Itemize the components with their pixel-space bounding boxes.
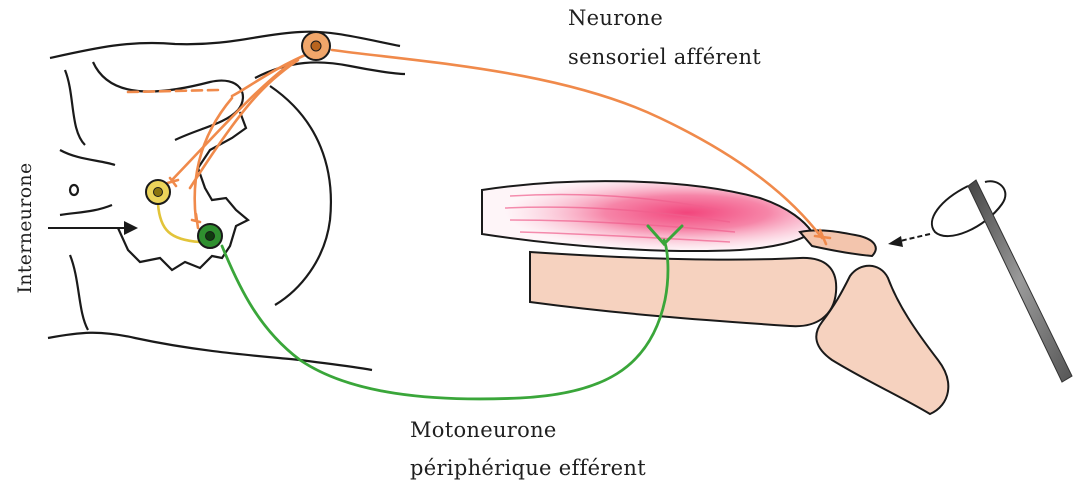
sensory-axon-branch-1	[232, 52, 312, 96]
motor-neuron-label-line2: périphérique efférent	[410, 456, 646, 480]
sensory-neuron-soma	[302, 32, 330, 60]
sensory-neuron-label-line1: Neurone	[568, 6, 663, 30]
spinal-cord-outline-lower	[48, 333, 372, 370]
spinal-cord-outline-upper	[50, 32, 400, 58]
arrow-right-icon	[48, 221, 138, 235]
spinal-nerve-outline	[270, 86, 331, 305]
spinal-midline-lower	[60, 205, 112, 215]
central-canal	[70, 185, 78, 195]
arrow-left-icon	[888, 234, 930, 247]
tendon	[800, 230, 876, 256]
femur-bone	[530, 252, 836, 326]
interneuron-axon	[158, 204, 200, 242]
sensory-terminal-motor	[192, 214, 200, 228]
hammer-handle	[968, 180, 1072, 382]
spinal-cord-left-dip	[65, 70, 85, 145]
motor-neuron-label-line1: Motoneurone	[410, 418, 557, 442]
spinal-midline-upper	[60, 150, 115, 165]
interneuron-label: Interneurone	[14, 162, 36, 293]
interneuron	[146, 180, 200, 242]
sensory-axon-to-motor	[195, 98, 232, 220]
muscle	[482, 181, 876, 256]
sensory-neuron-label-line2: sensoriel afférent	[568, 45, 761, 69]
reflex-hammer-icon	[932, 180, 1072, 382]
bones	[530, 252, 948, 414]
muscle-belly	[482, 181, 812, 251]
spinal-cord-lower-dip	[70, 255, 88, 330]
spinal-cord	[48, 32, 405, 370]
